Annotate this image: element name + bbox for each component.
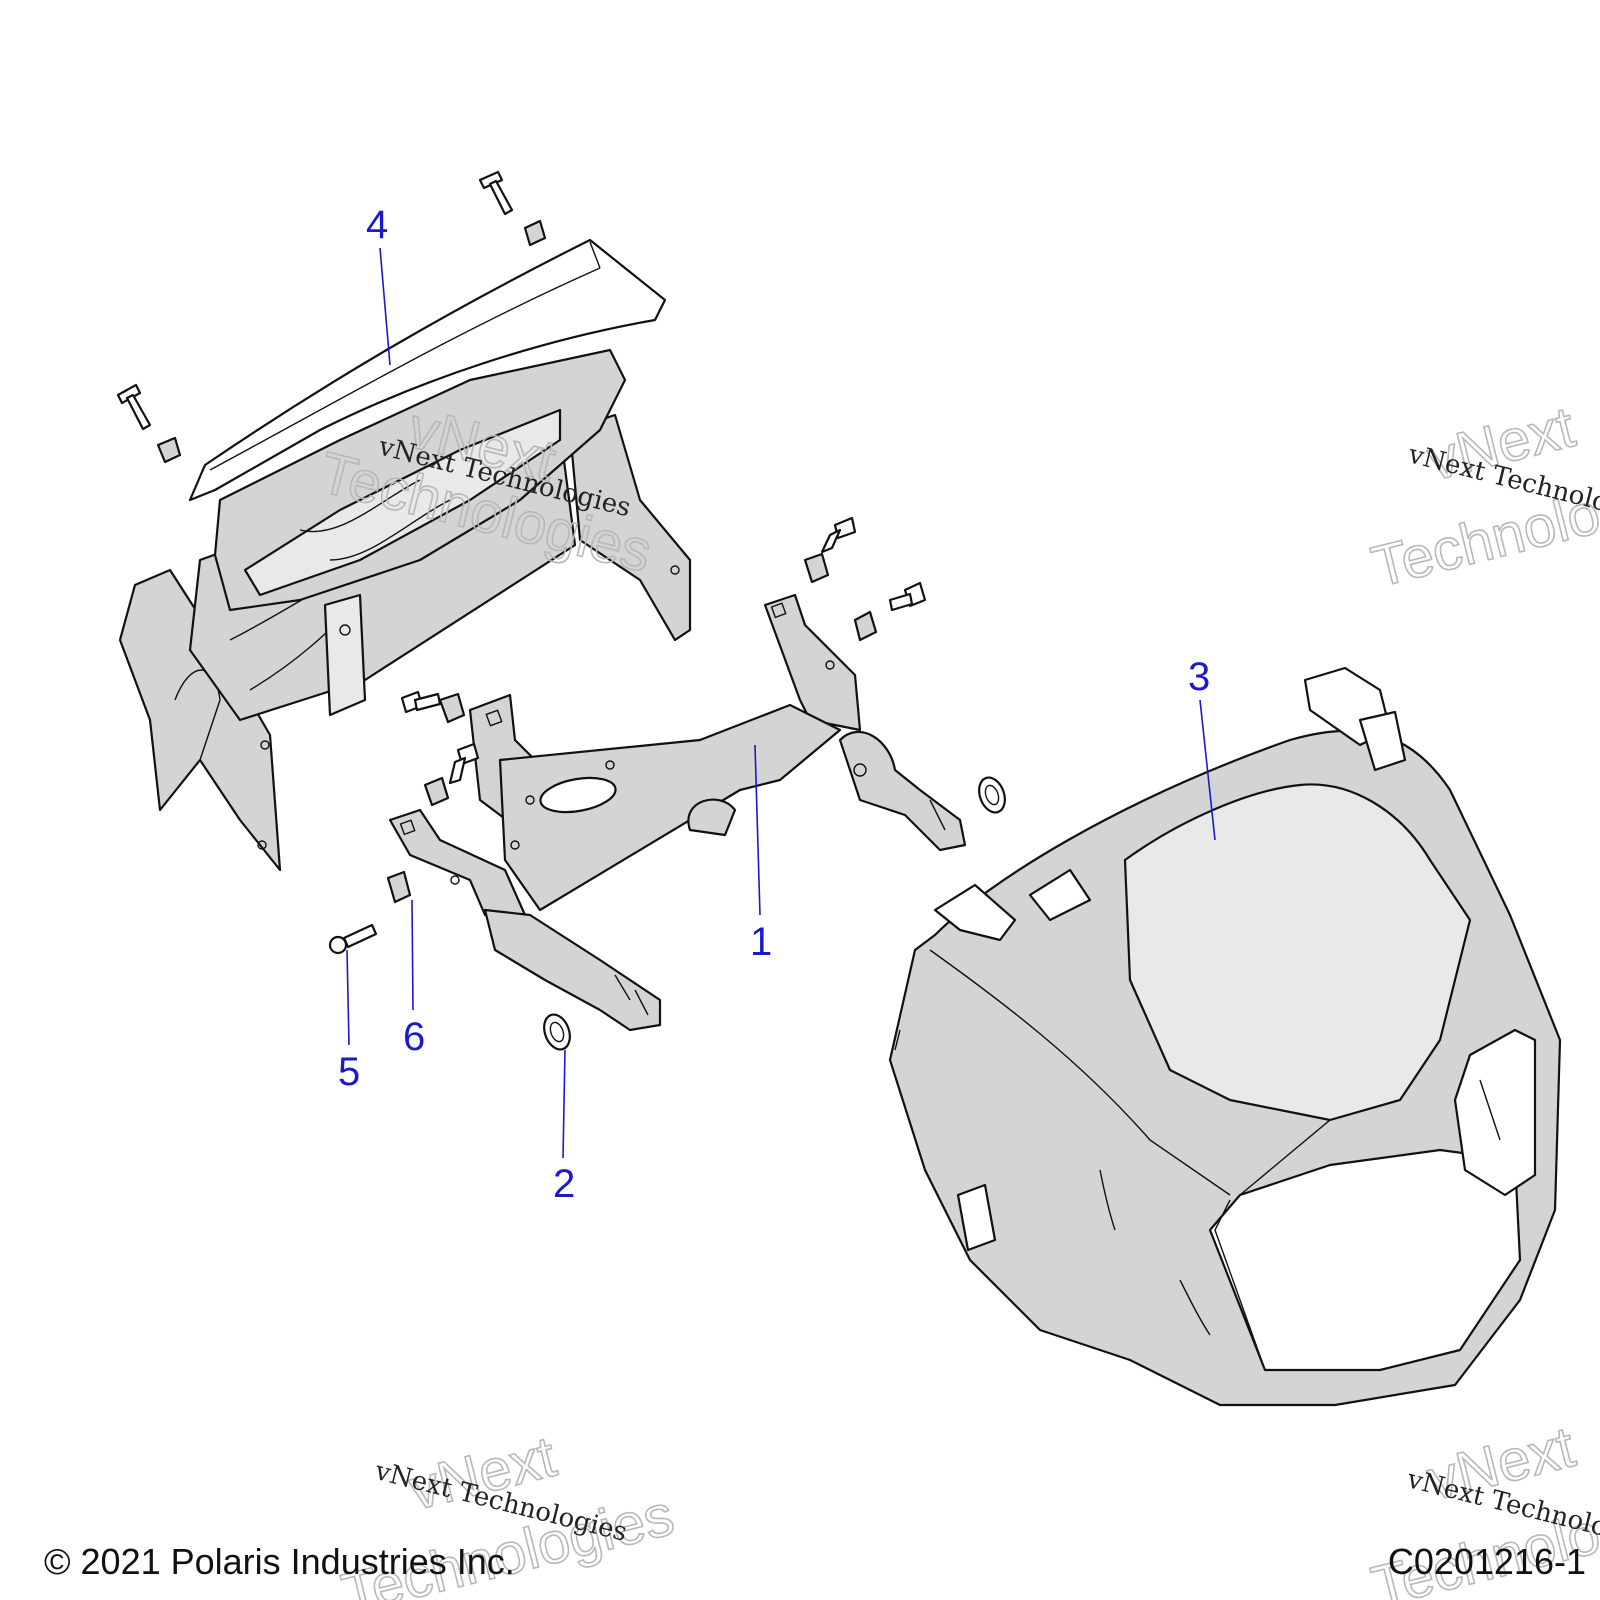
part-3-headlight-shroud [888, 666, 1562, 1407]
part-4-screw-left [116, 383, 152, 431]
copyright-notice: © 2021 Polaris Industries Inc. [44, 1541, 515, 1582]
leader-6 [411, 899, 414, 1011]
callout-3: 3 [1188, 655, 1210, 699]
part-4-instrument-pod [116, 170, 692, 872]
leader-3 [1199, 699, 1216, 841]
part-5-screw [328, 923, 378, 955]
leader-1 [754, 744, 761, 916]
callout-4: 4 [366, 203, 388, 247]
part-4-clip-right [523, 219, 547, 247]
part-4-clip-left [156, 436, 182, 464]
callout-5: 5 [338, 1050, 360, 1094]
part-4-screw-right [478, 170, 514, 216]
callout-labels: 4 1 3 2 5 6 [338, 203, 1210, 1206]
part-2-washer [543, 1013, 571, 1051]
callout-1: 1 [750, 920, 772, 964]
bracket-fasteners [328, 516, 1006, 1051]
leader-5 [346, 949, 350, 1046]
part-6-clip-nut [386, 870, 412, 904]
callout-6: 6 [403, 1015, 425, 1059]
drawing-number: C0201216-1 [1387, 1541, 1586, 1582]
part-2-washer-upper [978, 776, 1006, 814]
leader-2 [562, 1049, 566, 1159]
callout-2: 2 [553, 1162, 575, 1206]
leader-lines [346, 247, 1216, 1159]
part-1-mounting-bracket [388, 593, 967, 1032]
leader-4 [379, 247, 391, 366]
